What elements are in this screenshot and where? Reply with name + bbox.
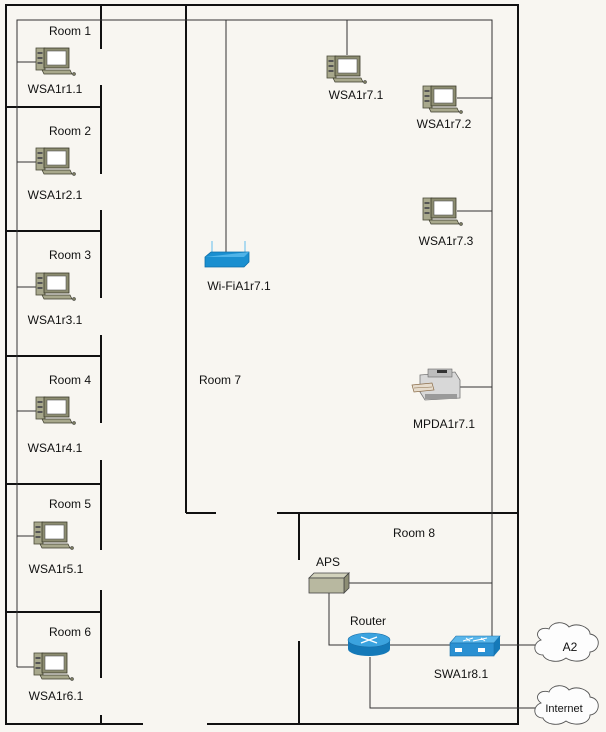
cloud-a2-icon[interactable] [534, 622, 599, 662]
workstation-icon[interactable] [35, 47, 77, 77]
device-label-ws-r2: WSA1r2.1 [27, 188, 83, 202]
wifi-access-point-icon[interactable] [204, 241, 250, 268]
device-label-ws-r5: WSA1r5.1 [28, 562, 84, 576]
device-label-ws-r3: WSA1r3.1 [27, 313, 83, 327]
walls [5, 4, 519, 725]
workstation-icon[interactable] [422, 85, 464, 115]
workstation-icon[interactable] [35, 147, 77, 177]
device-label-ws-r7-2: WSA1r7.2 [416, 117, 472, 131]
room-label: Room 5 [48, 497, 92, 511]
cable-router-internet [369, 657, 535, 709]
ups-icon[interactable] [308, 572, 350, 594]
device-label-ws-r7-3: WSA1r7.3 [418, 234, 474, 248]
device-label-aps: APS [315, 555, 341, 569]
cloud-label-a2: A2 [562, 640, 578, 654]
cloud-label-internet: Internet [545, 703, 583, 715]
cable-backbone [16, 19, 493, 667]
room-label: Room 4 [48, 373, 92, 387]
device-label-router: Router [349, 614, 387, 628]
room-label: Room 2 [48, 124, 92, 138]
device-label-switch: SWA1r8.1 [433, 667, 489, 681]
printer-icon[interactable] [411, 368, 461, 401]
workstation-icon[interactable] [422, 197, 464, 227]
room-label: Room 6 [48, 625, 92, 639]
cables [16, 19, 535, 709]
workstation-icon[interactable] [326, 55, 368, 85]
room-label: Room 3 [48, 248, 92, 262]
device-label-mfp: MPDA1r7.1 [412, 417, 476, 431]
room-label: Room 7 [198, 373, 242, 387]
device-label-wifi: Wi-FiA1r7.1 [207, 279, 271, 293]
cloud-internet-icon[interactable] [534, 685, 599, 725]
router-icon[interactable] [347, 632, 391, 656]
cable-aps-router [328, 593, 348, 646]
device-label-ws-r4: WSA1r4.1 [27, 441, 83, 455]
room-label: Room 8 [392, 526, 436, 540]
workstation-icon[interactable] [33, 652, 75, 682]
workstation-icon[interactable] [33, 521, 75, 551]
room-label: Room 1 [48, 24, 92, 38]
device-label-ws-r7-1: WSA1r7.1 [328, 88, 384, 102]
workstation-icon[interactable] [35, 396, 77, 426]
device-label-ws-r6: WSA1r6.1 [28, 689, 84, 703]
device-label-ws-r1: WSA1r1.1 [27, 82, 83, 96]
workstation-icon[interactable] [35, 272, 77, 302]
switch-icon[interactable] [449, 635, 501, 657]
